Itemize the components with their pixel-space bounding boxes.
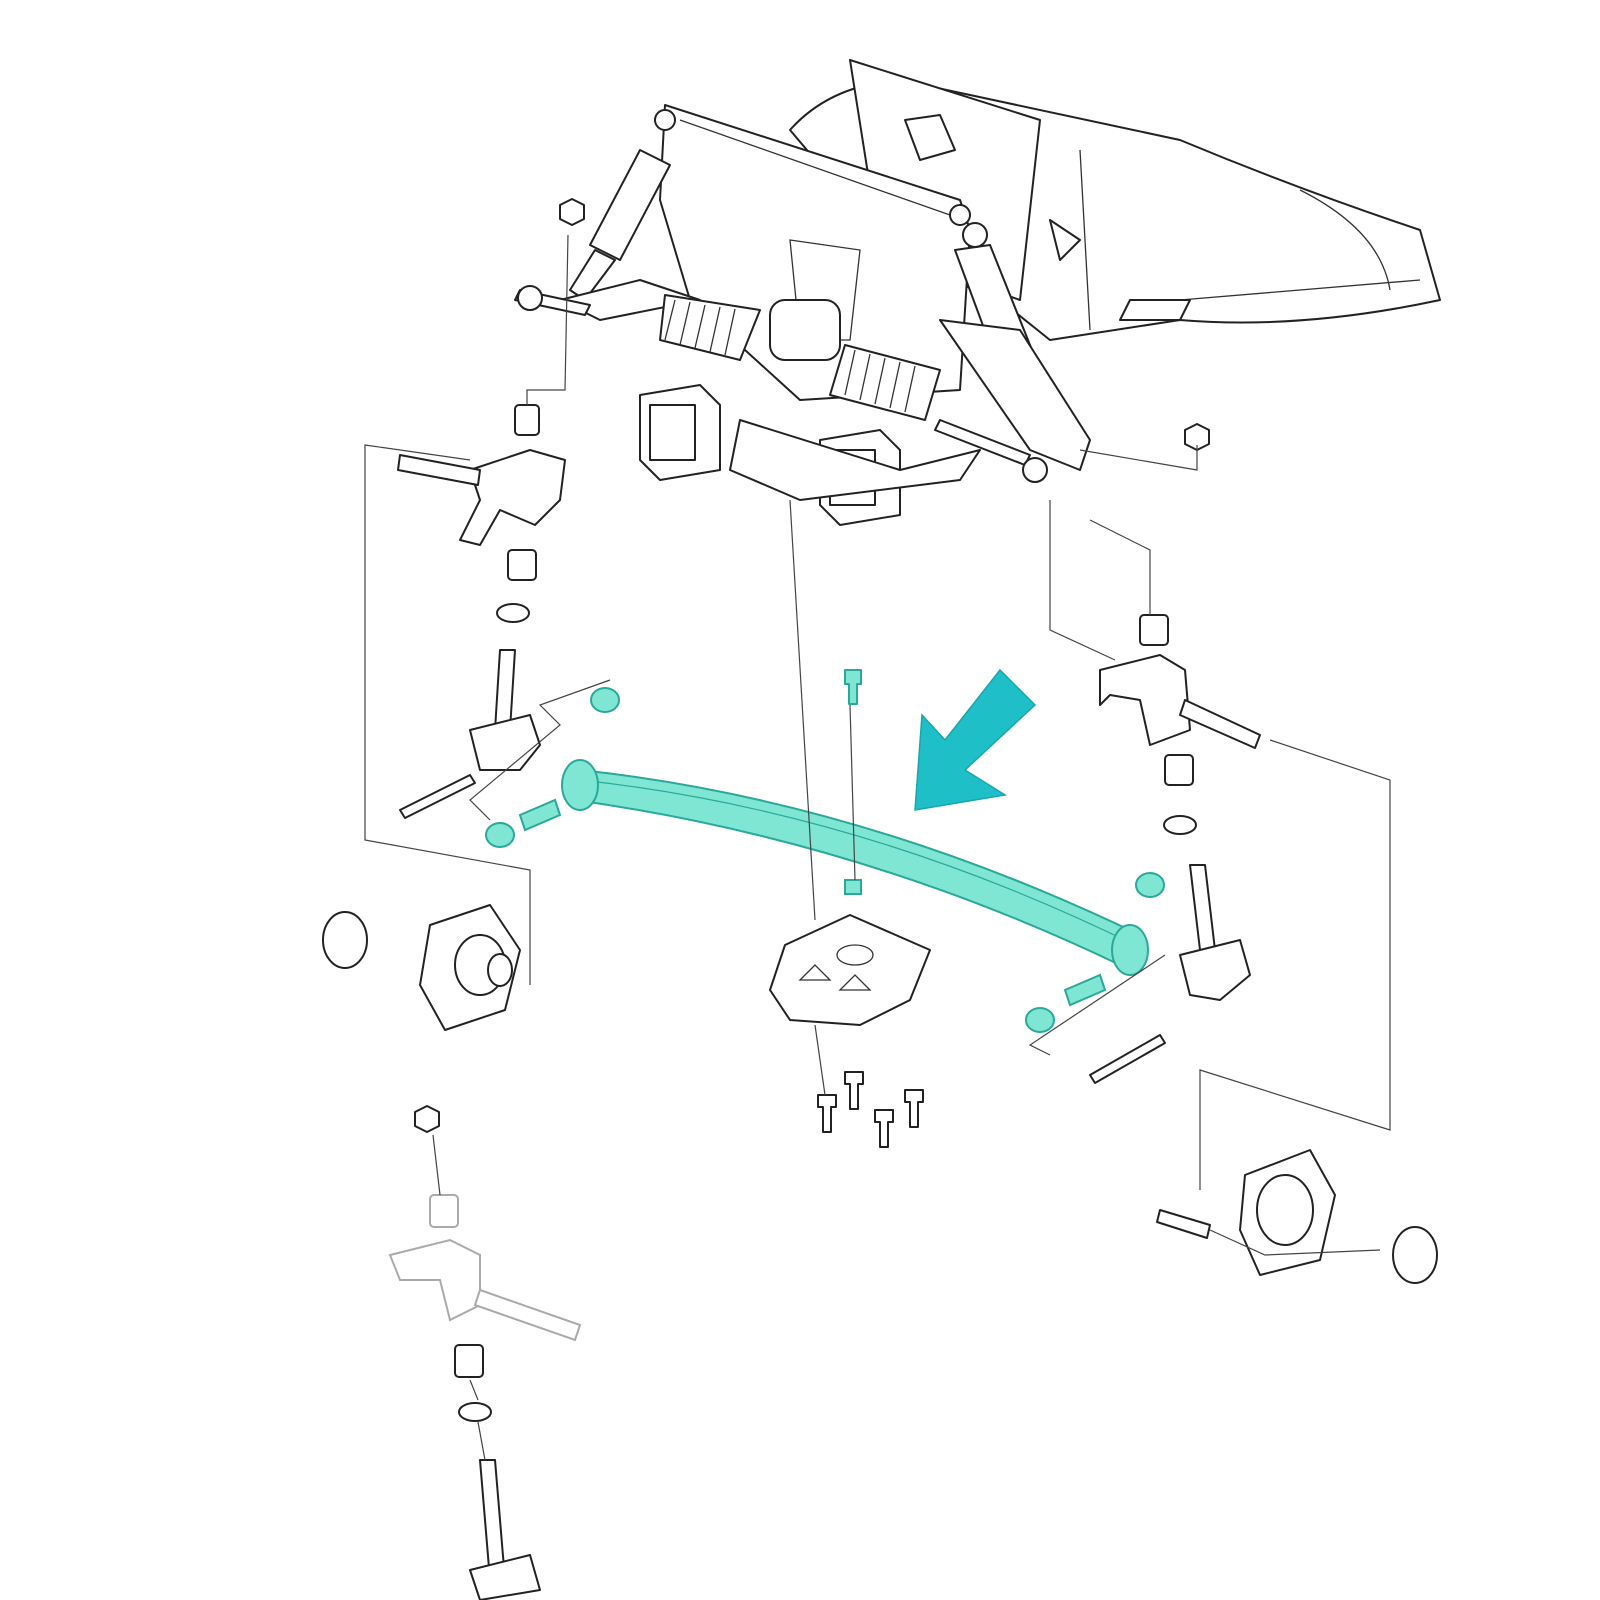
spindle-right (1089, 614, 1261, 1084)
assembly-leader-lines (364, 234, 1391, 1461)
leaf-spring-bushings (485, 687, 1165, 1033)
axle-mount-plate (769, 914, 931, 1026)
shock-absorber-left (569, 149, 671, 301)
wheel-hub-left (322, 904, 521, 1031)
spindle-left (397, 404, 566, 819)
leaf-spring[interactable] (561, 759, 1149, 976)
hex-nut-right (1184, 423, 1210, 451)
pointer-arrow-icon (914, 668, 1037, 811)
hex-nut-top-left (559, 198, 585, 226)
mounting-bolts (817, 669, 924, 1148)
wheel-hub-right (1156, 1149, 1438, 1284)
hex-nut-lower-left (414, 1105, 440, 1133)
spindle-ghost (388, 1194, 582, 1600)
frame-brackets (639, 384, 981, 526)
steering-rack (514, 285, 1048, 483)
